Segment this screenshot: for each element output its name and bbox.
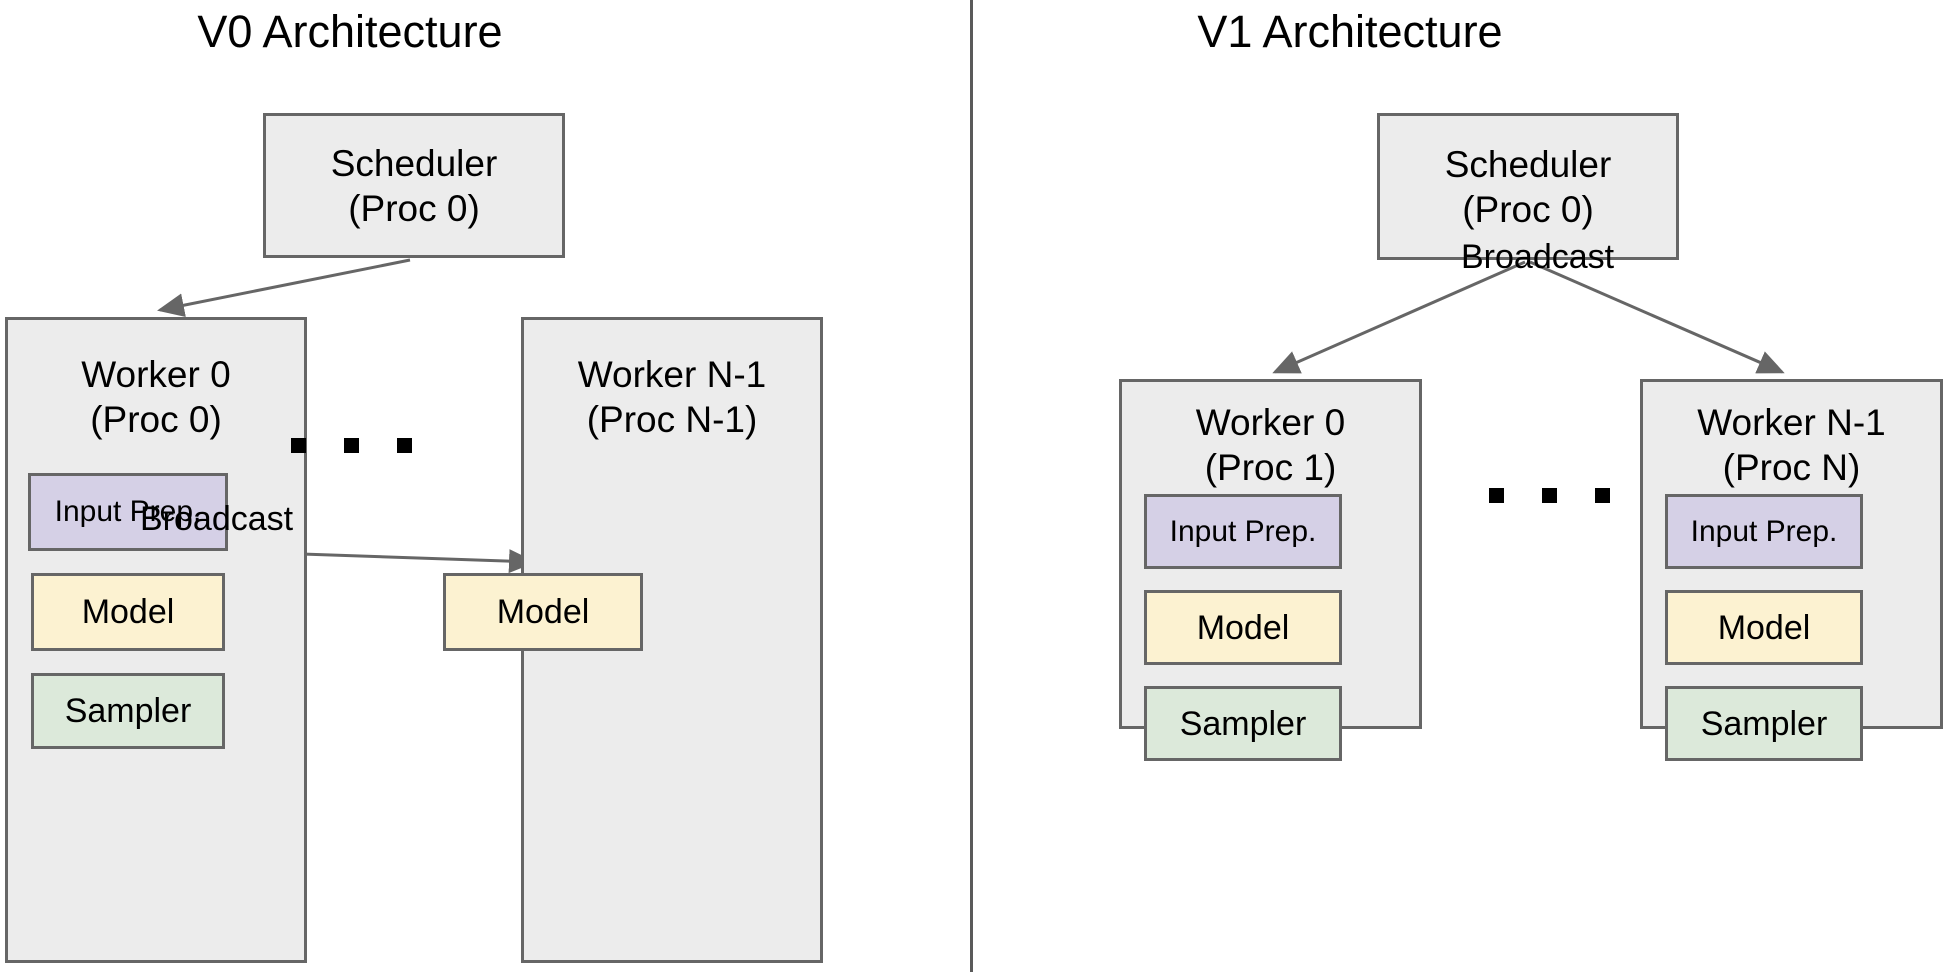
v0-scheduler-label: Scheduler (Proc 0) <box>330 142 498 229</box>
v1-worker-0-input-prep-label: Input Prep. <box>1169 514 1317 548</box>
v1-worker-n-model-label: Model <box>1717 608 1811 647</box>
v1-ellipsis-dot-3 <box>1595 488 1610 503</box>
v0-worker-0-model[interactable]: Model <box>31 573 225 651</box>
v0-panel: Scheduler (Proc 0) Worker 0 (Proc 0) Inp… <box>0 0 971 972</box>
v1-worker-0-sampler[interactable]: Sampler <box>1144 686 1342 761</box>
v1-ellipsis <box>1489 488 1610 503</box>
v1-worker-n-input-prep[interactable]: Input Prep. <box>1665 494 1863 569</box>
v0-worker-0-sampler-label: Sampler <box>64 692 192 730</box>
v0-worker-0-model-label: Model <box>81 593 175 631</box>
v1-worker-0-input-prep[interactable]: Input Prep. <box>1144 494 1342 569</box>
v1-scheduler-box[interactable]: Scheduler (Proc 0) <box>1377 113 1679 260</box>
v0-worker-0-box[interactable]: Worker 0 (Proc 0) Input Prep. Model Samp… <box>5 317 307 963</box>
v0-worker-n-box[interactable]: Worker N-1 (Proc N-1) Model <box>443 317 823 963</box>
v1-panel: Scheduler (Proc 0) Broadcast Worker 0 (P… <box>971 0 1954 972</box>
v0-ellipsis-dot-2 <box>344 438 359 453</box>
v1-worker-0-box[interactable]: Worker 0 (Proc 1) Input Prep. Model Samp… <box>1119 379 1422 761</box>
v1-worker-n-model[interactable]: Model <box>1665 590 1863 665</box>
v0-worker-n-title: Worker N-1 (Proc N-1) <box>577 354 767 440</box>
v0-worker-0-input-prep[interactable]: Input Prep. <box>28 473 228 551</box>
v1-worker-n-box[interactable]: Worker N-1 (Proc N) Input Prep. Model Sa… <box>1640 379 1943 761</box>
v1-worker-0-model-label: Model <box>1196 608 1290 647</box>
v1-ellipsis-dot-2 <box>1542 488 1557 503</box>
v1-worker-n-sampler[interactable]: Sampler <box>1665 686 1863 761</box>
v1-worker-n-sampler-label: Sampler <box>1700 704 1828 743</box>
v0-ellipsis-dot-1 <box>291 438 306 453</box>
v1-worker-0-model[interactable]: Model <box>1144 590 1342 665</box>
v1-worker-n-title: Worker N-1 (Proc N) <box>1697 402 1886 488</box>
v1-panel-title: V1 Architecture <box>1197 6 1503 57</box>
v0-ellipsis <box>291 438 412 453</box>
v1-broadcast-label: Broadcast <box>1461 238 1615 276</box>
v0-worker-0-input-prep-label: Input Prep. <box>54 495 202 528</box>
v0-scheduler-box[interactable]: Scheduler (Proc 0) <box>263 113 565 258</box>
v1-ellipsis-dot-1 <box>1489 488 1504 503</box>
v0-ellipsis-dot-3 <box>397 438 412 453</box>
v1-worker-n-input-prep-label: Input Prep. <box>1690 514 1838 548</box>
panel-divider <box>970 0 973 972</box>
v0-worker-0-sampler[interactable]: Sampler <box>31 673 225 749</box>
v1-worker-0-title: Worker 0 (Proc 1) <box>1195 402 1346 488</box>
v0-worker-0-title: Worker 0 (Proc 0) <box>81 354 231 440</box>
v0-panel-title: V0 Architecture <box>197 6 503 57</box>
v1-scheduler-label: Scheduler (Proc 0) <box>1444 143 1612 230</box>
v0-worker-n-model[interactable]: Model <box>443 573 643 651</box>
v0-broadcast-label: Broadcast <box>140 500 294 538</box>
v1-worker-0-sampler-label: Sampler <box>1179 704 1307 743</box>
v0-worker-n-model-label: Model <box>496 593 590 631</box>
